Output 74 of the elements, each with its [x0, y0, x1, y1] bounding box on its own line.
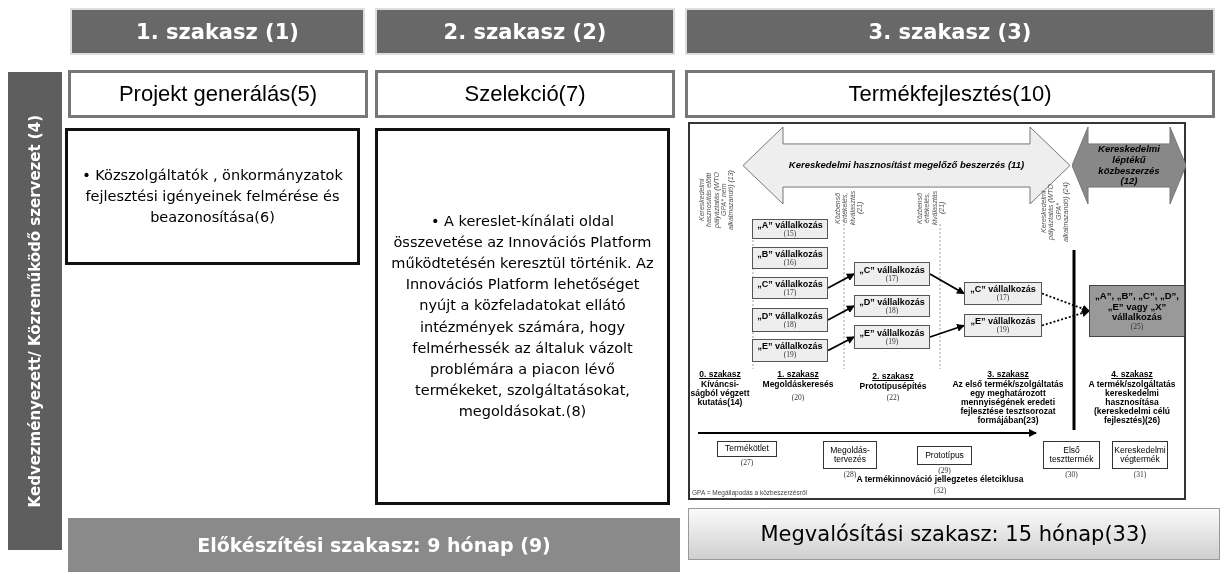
- stage-description: Prototípusépítés: [858, 382, 928, 391]
- text-box: [65, 128, 360, 265]
- box-label: Előkészítési szakasz: 9 hónap (9): [197, 534, 551, 556]
- box-label: „D” vállalkozás: [859, 297, 925, 307]
- stage-heading: 4. szakasz: [1110, 370, 1154, 379]
- company-box: [854, 262, 930, 286]
- stage-heading: 1. szakasz: [776, 370, 820, 379]
- box-label: Első teszttermék: [1048, 445, 1095, 465]
- phase-header: [70, 8, 365, 55]
- box-label: Termékötlet: [725, 444, 769, 454]
- box-label: Termékfejlesztés(10): [848, 81, 1052, 107]
- company-box: [964, 314, 1042, 337]
- duration-bar: [68, 518, 680, 572]
- stage-heading: 0. szakasz: [698, 370, 742, 379]
- box-label: „A”, „B”, „C”, „D”, „E” vagy „X” vállalkozás: [1094, 291, 1180, 323]
- milestone-box: [717, 441, 777, 457]
- stage-description: Az első termék/szolgáltatás egy meghatározott mennyiségének eredeti fejlesztése tesztsorozat formájában(23): [951, 380, 1065, 425]
- duration-bar: [688, 508, 1220, 560]
- milestone-box: [1043, 441, 1100, 469]
- arrow: [1041, 309, 1090, 327]
- box-label: „C” vállalkozás: [757, 279, 823, 289]
- box-label: 2. szakasz (2): [443, 19, 607, 44]
- column-heading-box: [685, 70, 1215, 118]
- arrow: [827, 336, 855, 352]
- box-label: „B” vállalkozás: [757, 249, 823, 259]
- column-heading-box: [68, 70, 368, 118]
- company-box: [854, 295, 930, 317]
- box-label: Kereskedelmi végtermék: [1113, 445, 1167, 465]
- stage-description: Megoldáskeresés: [761, 380, 835, 389]
- arrow: [827, 273, 855, 289]
- arrow: [827, 305, 855, 321]
- paragraph: • A kereslet-kínálati oldal összevetése az Innovációs Platform működtetésén keresztül történik. Az Innovációs Platform lehetőséget nyújt a közfeladatokat ellátó intézmények számára, hogy felmérhessék az általuk vázolt problémára a piacon lévő termékeket, szolgáltatásokat, megoldásokat.(8): [390, 212, 655, 421]
- stage-description: Kíváncsi-ságból végzett kutatás(14): [690, 380, 750, 407]
- band-label: Kedvezményezett/ Közreműködő szervezet (4): [26, 114, 44, 508]
- box-label: „E” vállalkozás: [970, 317, 1036, 327]
- text-box: [375, 128, 670, 505]
- arrow-label: Kereskedelmi hasznosítást megelőző beszerzés (11): [788, 160, 1025, 171]
- company-box: [854, 325, 930, 349]
- company-box: [752, 219, 828, 239]
- company-box: [752, 339, 828, 362]
- box-label: Projekt generálás(5): [118, 81, 318, 107]
- company-box: [964, 282, 1042, 305]
- box-label: 3. szakasz (3): [868, 19, 1032, 44]
- stage-heading: 3. szakasz: [986, 370, 1030, 379]
- box-label: „C” vállalkozás: [859, 265, 925, 275]
- box-label: „A” vállalkozás: [757, 220, 823, 230]
- paragraph: • Közszolgáltatók , önkormányzatok fejlesztési igényeinek felmérése és beazonosítása(6): [81, 165, 344, 227]
- milestone-box: [823, 441, 877, 469]
- box-label: Megvalósítási szakasz: 15 hónap(33): [760, 522, 1148, 546]
- company-box: [752, 277, 828, 299]
- milestone-box: [917, 446, 972, 465]
- box-label: Megoldás-tervezés: [829, 445, 871, 465]
- arrow: [1041, 292, 1090, 313]
- side-band: [8, 72, 62, 550]
- inset-panel: [688, 122, 1186, 500]
- box-label: „C” vállalkozás: [970, 285, 1036, 295]
- box-label: „E” vállalkozás: [859, 328, 925, 338]
- phase-header: [375, 8, 675, 55]
- box-label: „D” vállalkozás: [757, 311, 823, 321]
- company-box: [752, 247, 828, 269]
- company-box: [752, 308, 828, 332]
- arrow: [929, 323, 965, 338]
- arrow-label: Kereskedelmi léptékű közbeszerzés (12): [1097, 143, 1161, 188]
- stage-description: A termék/szolgáltatás kereskedelmi hasznosítása (kereskedelmi célú fejlesztés)(26): [1087, 380, 1177, 425]
- box-label: Prototípus: [925, 450, 964, 461]
- phase-header: [685, 8, 1215, 55]
- arrow: [929, 273, 965, 295]
- stage-heading: 2. szakasz: [871, 372, 915, 381]
- box-label: „E” vállalkozás: [757, 342, 823, 352]
- phase-banner: [1072, 127, 1186, 204]
- box-label: Szelekció(7): [464, 81, 586, 107]
- column-heading-box: [375, 70, 675, 118]
- box-label: 1. szakasz (1): [136, 19, 299, 44]
- company-box: [1089, 285, 1185, 337]
